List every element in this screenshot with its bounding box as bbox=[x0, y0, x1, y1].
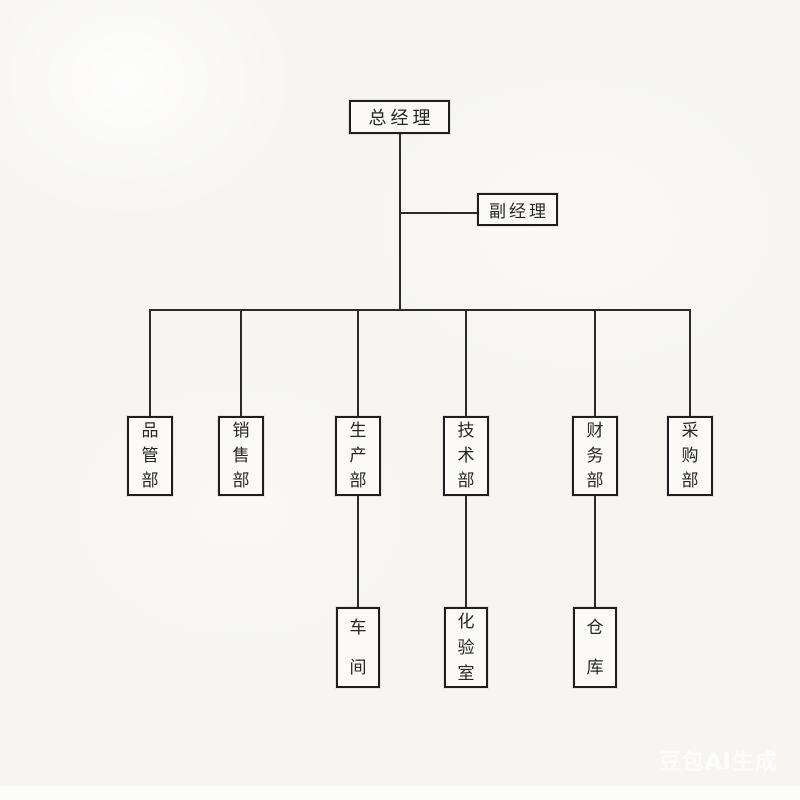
node-dept-quality: 品管部 bbox=[127, 416, 173, 496]
node-general-manager: 总经理 bbox=[349, 100, 450, 134]
node-sub-workshop: 车间 bbox=[336, 607, 380, 688]
ai-watermark: 豆包AI生成 bbox=[658, 750, 778, 775]
node-dept-technology: 技术部 bbox=[443, 416, 489, 496]
bottom-fade-strip bbox=[0, 786, 800, 800]
node-sub-laboratory: 化验室 bbox=[444, 607, 488, 688]
node-dept-purchasing: 采购部 bbox=[667, 416, 713, 496]
node-deputy-manager: 副经理 bbox=[477, 193, 558, 226]
node-sub-warehouse: 仓库 bbox=[573, 607, 617, 688]
node-dept-sales: 销售部 bbox=[218, 416, 264, 496]
node-dept-production: 生产部 bbox=[335, 416, 381, 496]
node-dept-finance: 财务部 bbox=[572, 416, 618, 496]
